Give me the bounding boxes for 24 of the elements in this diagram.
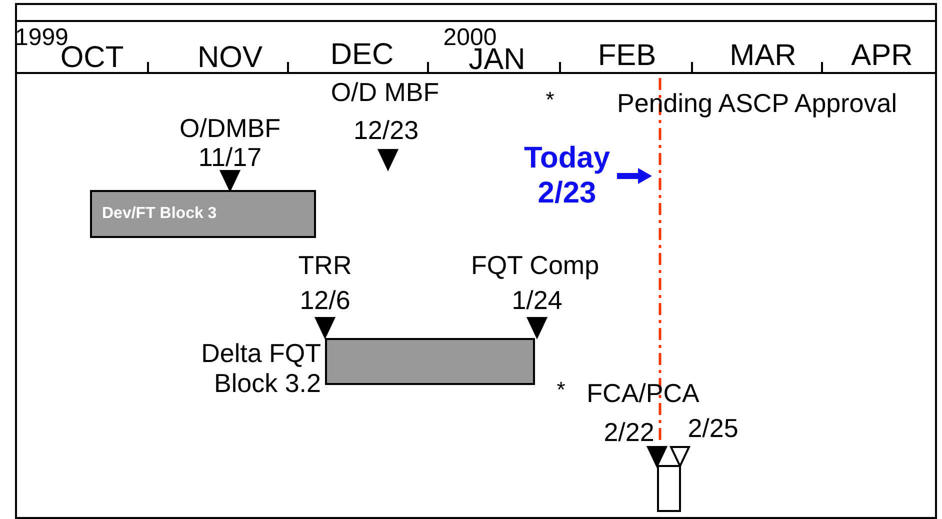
milestone-label: FCA/PCA — [586, 380, 700, 406]
milestone-label: O/D MBF — [330, 79, 440, 105]
month-label: NOV — [198, 43, 262, 73]
month-label: JAN — [468, 45, 526, 75]
milestone-label: 1/24 — [512, 287, 562, 313]
milestone-label: TRR — [298, 252, 352, 278]
milestone-label: FQT Comp — [470, 252, 600, 278]
month-label: DEC — [330, 40, 394, 70]
milestone-label: O/DMBF — [179, 115, 281, 141]
today-label: Today 2/23 — [522, 142, 612, 210]
task-label: Dev/FT Block 3 — [102, 205, 217, 223]
task-bar — [90, 190, 316, 238]
task-label: Delta FQT Block 3.2 — [200, 338, 321, 398]
milestone-label: Pending ASCP Approval — [617, 90, 897, 116]
milestone-label: 12/23 — [353, 117, 419, 143]
milestone-label: 2/22 — [604, 419, 654, 445]
milestone-label: 12/6 — [300, 287, 350, 313]
month-label: FEB — [598, 41, 656, 71]
milestone-label: 11/17 — [198, 144, 262, 170]
milestone-label: 2/25 — [688, 415, 738, 441]
footnote-mark: * — [546, 89, 554, 111]
month-label: APR — [851, 41, 913, 71]
month-label: MAR — [730, 41, 796, 71]
footnote-mark: * — [556, 379, 566, 401]
